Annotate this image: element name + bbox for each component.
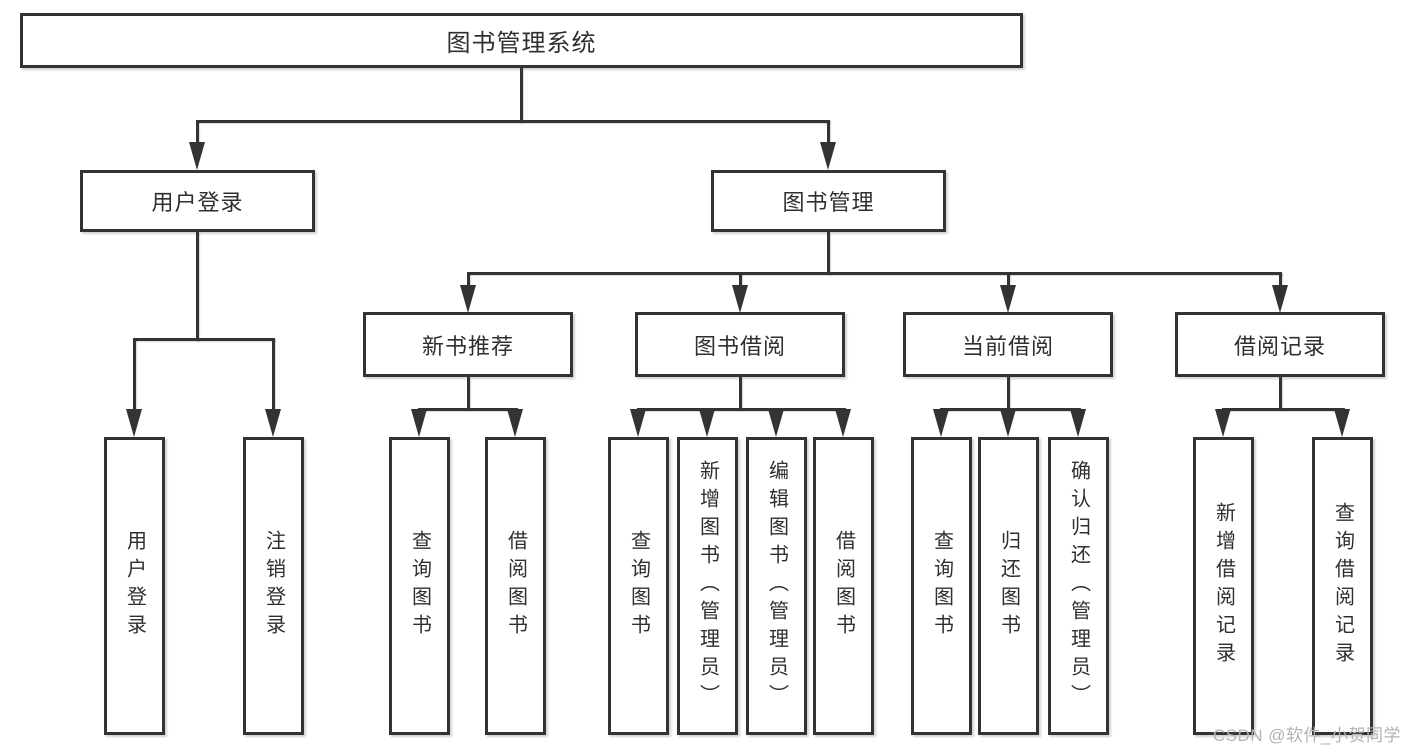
- connector-line: [827, 232, 830, 275]
- arrowhead-down-icon: [835, 409, 851, 437]
- node-label: 图书借阅: [693, 333, 786, 359]
- node-label: 用户登录: [123, 530, 146, 642]
- arrowhead-down-icon: [265, 409, 281, 437]
- node-leaf-cb-return-books: 归还图书: [978, 437, 1039, 735]
- node-label: 用户登录: [151, 190, 244, 215]
- node-leaf-bb-borrow-books: 借阅图书: [813, 437, 874, 735]
- node-leaf-nbr-borrow-books: 借阅图书: [485, 437, 546, 735]
- arrowhead-down-icon: [507, 409, 523, 437]
- arrowhead-down-icon: [933, 409, 949, 437]
- node-label: 确认归还（管理员）: [1067, 460, 1090, 712]
- node-leaf-cb-confirm-return-admin: 确认归还（管理员）: [1048, 437, 1109, 735]
- node-label: 借阅图书: [504, 530, 527, 642]
- node-label: 新增图书（管理员）: [696, 460, 719, 712]
- node-book-borrowing: 图书借阅: [635, 312, 845, 377]
- node-leaf-br-query-record: 查询借阅记录: [1312, 437, 1373, 735]
- arrowhead-down-icon: [1000, 285, 1016, 313]
- node-label: 新增借阅记录: [1212, 502, 1235, 670]
- arrowhead-down-icon: [630, 409, 646, 437]
- connector-line: [467, 272, 1282, 275]
- connector-line: [1007, 272, 1010, 287]
- arrowhead-down-icon: [126, 409, 142, 437]
- connector-line: [520, 68, 523, 123]
- node-borrowing-records: 借阅记录: [1175, 312, 1385, 377]
- connector-line: [196, 120, 199, 144]
- node-leaf-bb-edit-books-admin: 编辑图书（管理员）: [746, 437, 807, 735]
- node-label: 借阅记录: [1233, 333, 1326, 359]
- arrowhead-down-icon: [189, 142, 205, 170]
- node-leaf-bb-add-books-admin: 新增图书（管理员）: [677, 437, 738, 735]
- node-book-management: 图书管理: [711, 170, 946, 232]
- arrowhead-down-icon: [411, 409, 427, 437]
- connector-line: [133, 338, 136, 411]
- node-root-label: 图书管理系统: [446, 30, 597, 57]
- connector-line: [739, 272, 742, 287]
- connector-line: [1279, 377, 1282, 410]
- node-label: 新书推荐: [421, 333, 514, 359]
- node-leaf-cb-query-books: 查询图书: [911, 437, 972, 735]
- node-label: 查询借阅记录: [1331, 502, 1354, 670]
- arrowhead-down-icon: [460, 285, 476, 313]
- connector-line: [827, 120, 830, 144]
- node-leaf-logout: 注销登录: [243, 437, 304, 735]
- connector-line: [739, 377, 742, 410]
- node-current-borrowing: 当前借阅: [903, 312, 1113, 377]
- arrowhead-down-icon: [699, 409, 715, 437]
- node-label: 当前借阅: [961, 333, 1054, 359]
- node-user-login: 用户登录: [80, 170, 315, 232]
- arrowhead-down-icon: [1000, 409, 1016, 437]
- node-root: 图书管理系统: [20, 13, 1023, 68]
- connector-line: [196, 120, 830, 123]
- connector-line: [467, 377, 470, 410]
- connector-line: [467, 272, 470, 287]
- connector-line: [133, 338, 275, 341]
- connector-line: [272, 338, 275, 411]
- node-leaf-bb-query-books: 查询图书: [608, 437, 669, 735]
- arrowhead-down-icon: [1272, 285, 1288, 313]
- node-leaf-br-add-record: 新增借阅记录: [1193, 437, 1254, 735]
- connector-line: [637, 408, 846, 411]
- node-label: 查询图书: [627, 530, 650, 642]
- connector-line: [196, 232, 199, 341]
- arrowhead-down-icon: [1215, 409, 1231, 437]
- node-label: 编辑图书（管理员）: [765, 460, 788, 712]
- node-label: 查询图书: [408, 530, 431, 642]
- node-label: 注销登录: [262, 530, 285, 642]
- node-label: 借阅图书: [832, 530, 855, 642]
- arrowhead-down-icon: [1334, 409, 1350, 437]
- node-leaf-user-login: 用户登录: [104, 437, 165, 735]
- connector-line: [418, 408, 518, 411]
- node-label: 归还图书: [997, 530, 1020, 642]
- arrowhead-down-icon: [768, 409, 784, 437]
- node-leaf-nbr-query-books: 查询图书: [389, 437, 450, 735]
- arrowhead-down-icon: [732, 285, 748, 313]
- node-label: 图书管理: [782, 190, 875, 215]
- arrowhead-down-icon: [1070, 409, 1086, 437]
- connector-line: [1279, 272, 1282, 287]
- watermark: CSDN @软件_小贺同学: [1212, 726, 1401, 745]
- connector-line: [1007, 377, 1010, 410]
- node-label: 查询图书: [930, 530, 953, 642]
- connector-line: [1222, 408, 1345, 411]
- node-new-book-recommend: 新书推荐: [363, 312, 573, 377]
- arrowhead-down-icon: [820, 142, 836, 170]
